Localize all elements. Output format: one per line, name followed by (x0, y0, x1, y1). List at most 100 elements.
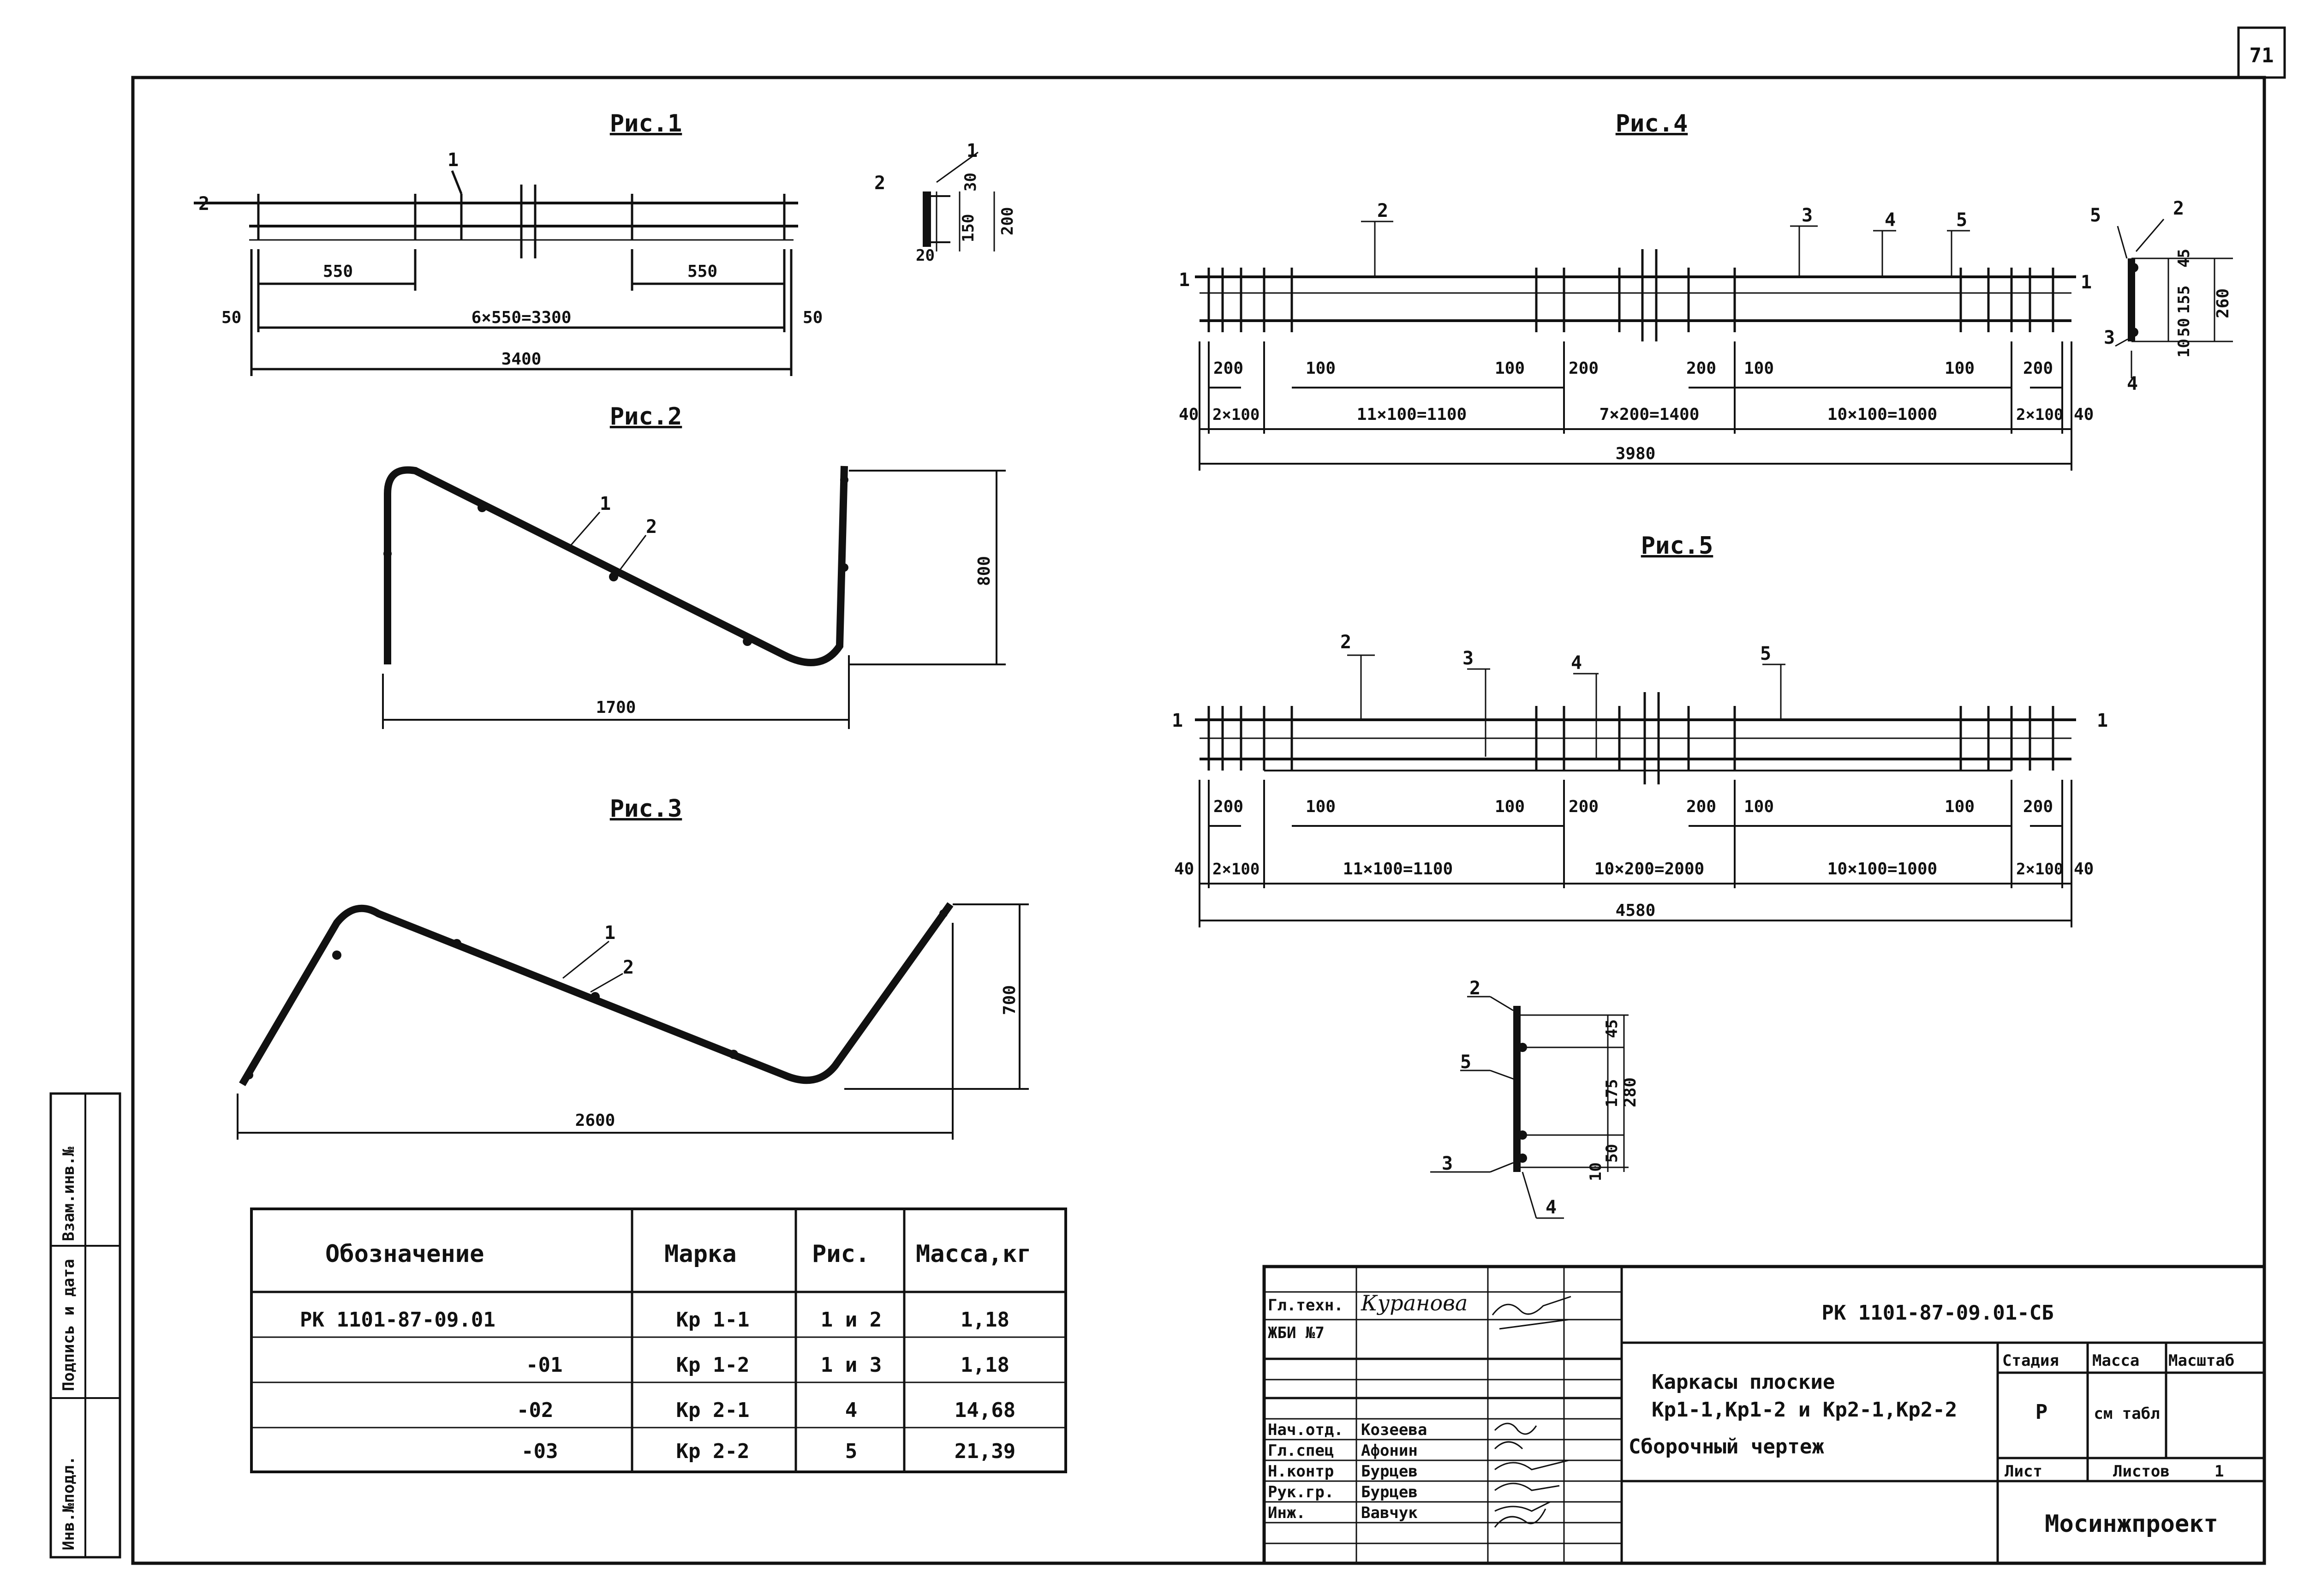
sec4-label-4: 4 (2127, 373, 2138, 395)
tb-role-2: ЖБИ №7 (1268, 1324, 1325, 1342)
sec4-label-3: 3 (2104, 327, 2115, 348)
fig4-dim-e6: 2×100 (2016, 406, 2063, 424)
spec-row-3-mark: Кр 2-1 (676, 1399, 750, 1422)
fig5-dim-d1: 200 (1213, 797, 1243, 816)
fig4-dim-total: 3980 (1616, 444, 1656, 463)
fig5-dim-e6: 2×100 (2016, 860, 2063, 879)
spec-row-3-designation: -02 (517, 1399, 553, 1422)
fig4-dim-d6: 100 (1744, 359, 1774, 378)
fig5-dim-d2: 100 (1306, 797, 1336, 816)
fig4-label-1-right: 1 (2081, 272, 2092, 293)
tb-name-1: Куранова (1361, 1291, 1468, 1315)
fig1-dim-550-left: 550 (323, 262, 353, 281)
fig4-dim-e3: 11×100=1100 (1357, 405, 1467, 424)
fig5-dim-d8: 200 (2023, 797, 2053, 816)
sheet-number-box (2237, 26, 2286, 79)
sec5-dim-c: 50 (1603, 1144, 1621, 1163)
spec-row-2-mark: Кр 1-2 (676, 1353, 750, 1377)
fig1-dim-edge-right: 50 (803, 308, 823, 327)
spec-row-1-mass: 1,18 (961, 1308, 1009, 1332)
sec4-dim-a: 45 (2175, 249, 2193, 268)
figure-1-section: 2 1 30 150 20 200 (874, 140, 1017, 265)
spec-row-4-fig: 5 (845, 1440, 858, 1463)
fig1-dim-middle: 6×550=3300 (472, 308, 572, 327)
tb-title-line1: Каркасы плоские (1652, 1370, 1835, 1394)
fig1-dim-550-right: 550 (687, 262, 717, 281)
sec5-label-2: 2 (1469, 978, 1480, 999)
spec-row-1-mark: Кр 1-1 (676, 1308, 750, 1332)
stamp-replace-label: Взам.инв.№ (60, 1147, 78, 1241)
tb-role-6: Рук.гр. (1268, 1483, 1334, 1501)
fig4-dim-d1: 200 (1213, 359, 1243, 378)
fig3-dim-height: 700 (1000, 985, 1019, 1015)
fig5-dim-e4: 10×200=2000 (1594, 860, 1704, 879)
fig5-dim-total: 4580 (1616, 901, 1656, 920)
fig4-dim-e4: 7×200=1400 (1600, 405, 1700, 424)
stamp-inv-label: Инв.№подл. (60, 1456, 78, 1550)
fig5-label-4: 4 (1571, 652, 1582, 674)
fig4-label-2: 2 (1377, 200, 1388, 221)
fig3-label-1: 1 (604, 922, 615, 944)
sheet-frame (131, 76, 2266, 1565)
sec5-dim-height: 280 (1621, 1077, 1640, 1107)
sec4-dim-c: 50 (2175, 318, 2193, 337)
fig5-label-2: 2 (1340, 632, 1351, 653)
fig4-label-3: 3 (1802, 205, 1813, 226)
spec-row-1-fig: 1 и 2 (821, 1308, 882, 1332)
tb-stage-value: Р (2035, 1400, 2048, 1424)
sec1-dim-mid: 150 (959, 214, 978, 242)
tb-role-1: Гл.техн. (1268, 1296, 1343, 1315)
sec4-dim-d: 10 (2175, 339, 2193, 358)
fig4-dim-d4: 200 (1569, 359, 1599, 378)
tb-role-7: Инж. (1268, 1504, 1306, 1522)
sec5-dim-b: 175 (1603, 1079, 1621, 1107)
tb-name-7: Вавчук (1361, 1504, 1418, 1522)
title-block: Гл.техн. Куранова ЖБИ №7 Нач.отд. Козеев… (1262, 1265, 2266, 1565)
side-stamp: Инв.№подл. Подпись и дата Взам.инв.№ (49, 1092, 121, 1559)
spec-row-4-mass: 21,39 (955, 1440, 1015, 1463)
stamp-sign-label: Подпись и дата (60, 1259, 78, 1391)
tb-sheet-label: Лист (2005, 1462, 2042, 1481)
tb-sheets-value: 1 (2214, 1462, 2224, 1481)
fig4-label-5: 5 (1956, 209, 1967, 231)
fig2-label-2: 2 (646, 516, 657, 538)
spec-table: Обозначение Марка Рис. Масса,кг РК 1101-… (250, 1207, 1067, 1473)
fig4-title: Рис.4 (1616, 110, 1688, 137)
tb-title-line2: Кр1-1,Кр1-2 и Кр2-1,Кр2-2 (1652, 1398, 1957, 1422)
fig5-dim-e1: 40 (1174, 860, 1194, 879)
sec4-label-5: 5 (2090, 205, 2101, 226)
sec5-dim-a: 45 (1603, 1019, 1621, 1038)
tb-title-line3: Сборочный чертеж (1629, 1435, 1824, 1459)
tb-mass-value: см табл (2094, 1405, 2160, 1423)
sec4-label-2: 2 (2173, 198, 2184, 219)
fig1-title: Рис.1 (610, 110, 682, 137)
tb-organization: Мосинжпроект (2045, 1510, 2218, 1538)
figure-4: Рис.4 2 3 4 5 1 1 (1179, 110, 2094, 471)
signatures (1492, 1296, 1571, 1528)
fig4-dim-d3: 100 (1495, 359, 1525, 378)
fig4-dim-d5: 200 (1686, 359, 1716, 378)
figure-5: Рис.5 2 3 4 5 1 1 (1172, 532, 2108, 927)
fig5-dim-d3: 100 (1495, 797, 1525, 816)
fig5-dim-d6: 100 (1744, 797, 1774, 816)
fig2-dim-width: 1700 (596, 698, 636, 717)
fig5-dim-e7: 40 (2074, 860, 2094, 879)
spec-row-2-designation: -01 (526, 1353, 562, 1377)
fig3-label-2: 2 (623, 957, 634, 978)
fig4-dim-e1: 40 (1179, 405, 1199, 424)
spec-row-3-fig: 4 (845, 1399, 858, 1422)
fig4-label-4: 4 (1885, 209, 1896, 231)
spec-header-mass: Масса,кг (916, 1240, 1031, 1268)
tb-name-5: Бурцев (1361, 1462, 1418, 1481)
fig1-dim-edge-left: 50 (221, 308, 241, 327)
fig4-label-1-left: 1 (1179, 269, 1190, 291)
sec1-dim-height: 200 (998, 207, 1017, 235)
tb-name-4: Афонин (1361, 1441, 1418, 1460)
fig4-dim-e7: 40 (2074, 405, 2094, 424)
spec-header-fig: Рис. (812, 1240, 870, 1268)
sec1-dim-top: 30 (961, 173, 980, 191)
fig5-dim-e2: 2×100 (1212, 860, 1259, 879)
fig1-label-1: 1 (448, 149, 459, 171)
sec1-label-1: 1 (967, 140, 978, 161)
sec5-dim-d: 10 (1587, 1162, 1605, 1181)
